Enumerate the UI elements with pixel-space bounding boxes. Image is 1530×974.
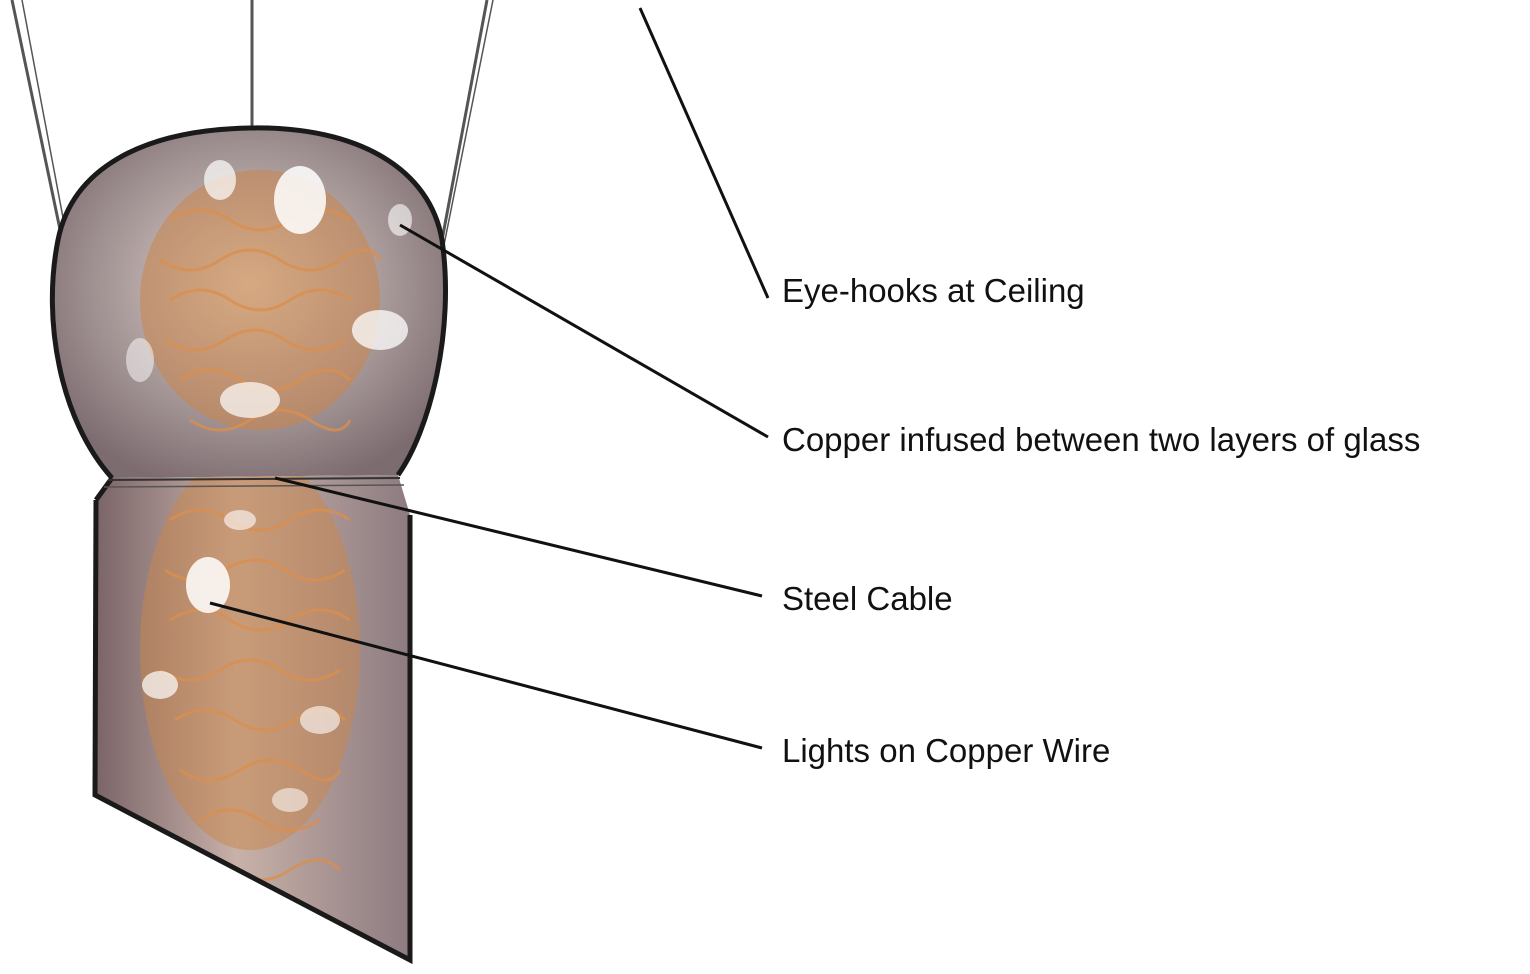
leader-eye-hooks (640, 8, 768, 298)
lower-glass-cylinder (95, 450, 410, 960)
callout-lights: Lights on Copper Wire (782, 734, 1110, 767)
upper-glass-bulb (52, 128, 445, 478)
leader-copper-infused (400, 225, 768, 437)
callout-eye-hooks: Eye-hooks at Ceiling (782, 274, 1085, 307)
callout-copper-infused: Copper infused between two layers of gla… (782, 423, 1420, 456)
callout-steel-cable: Steel Cable (782, 582, 953, 615)
